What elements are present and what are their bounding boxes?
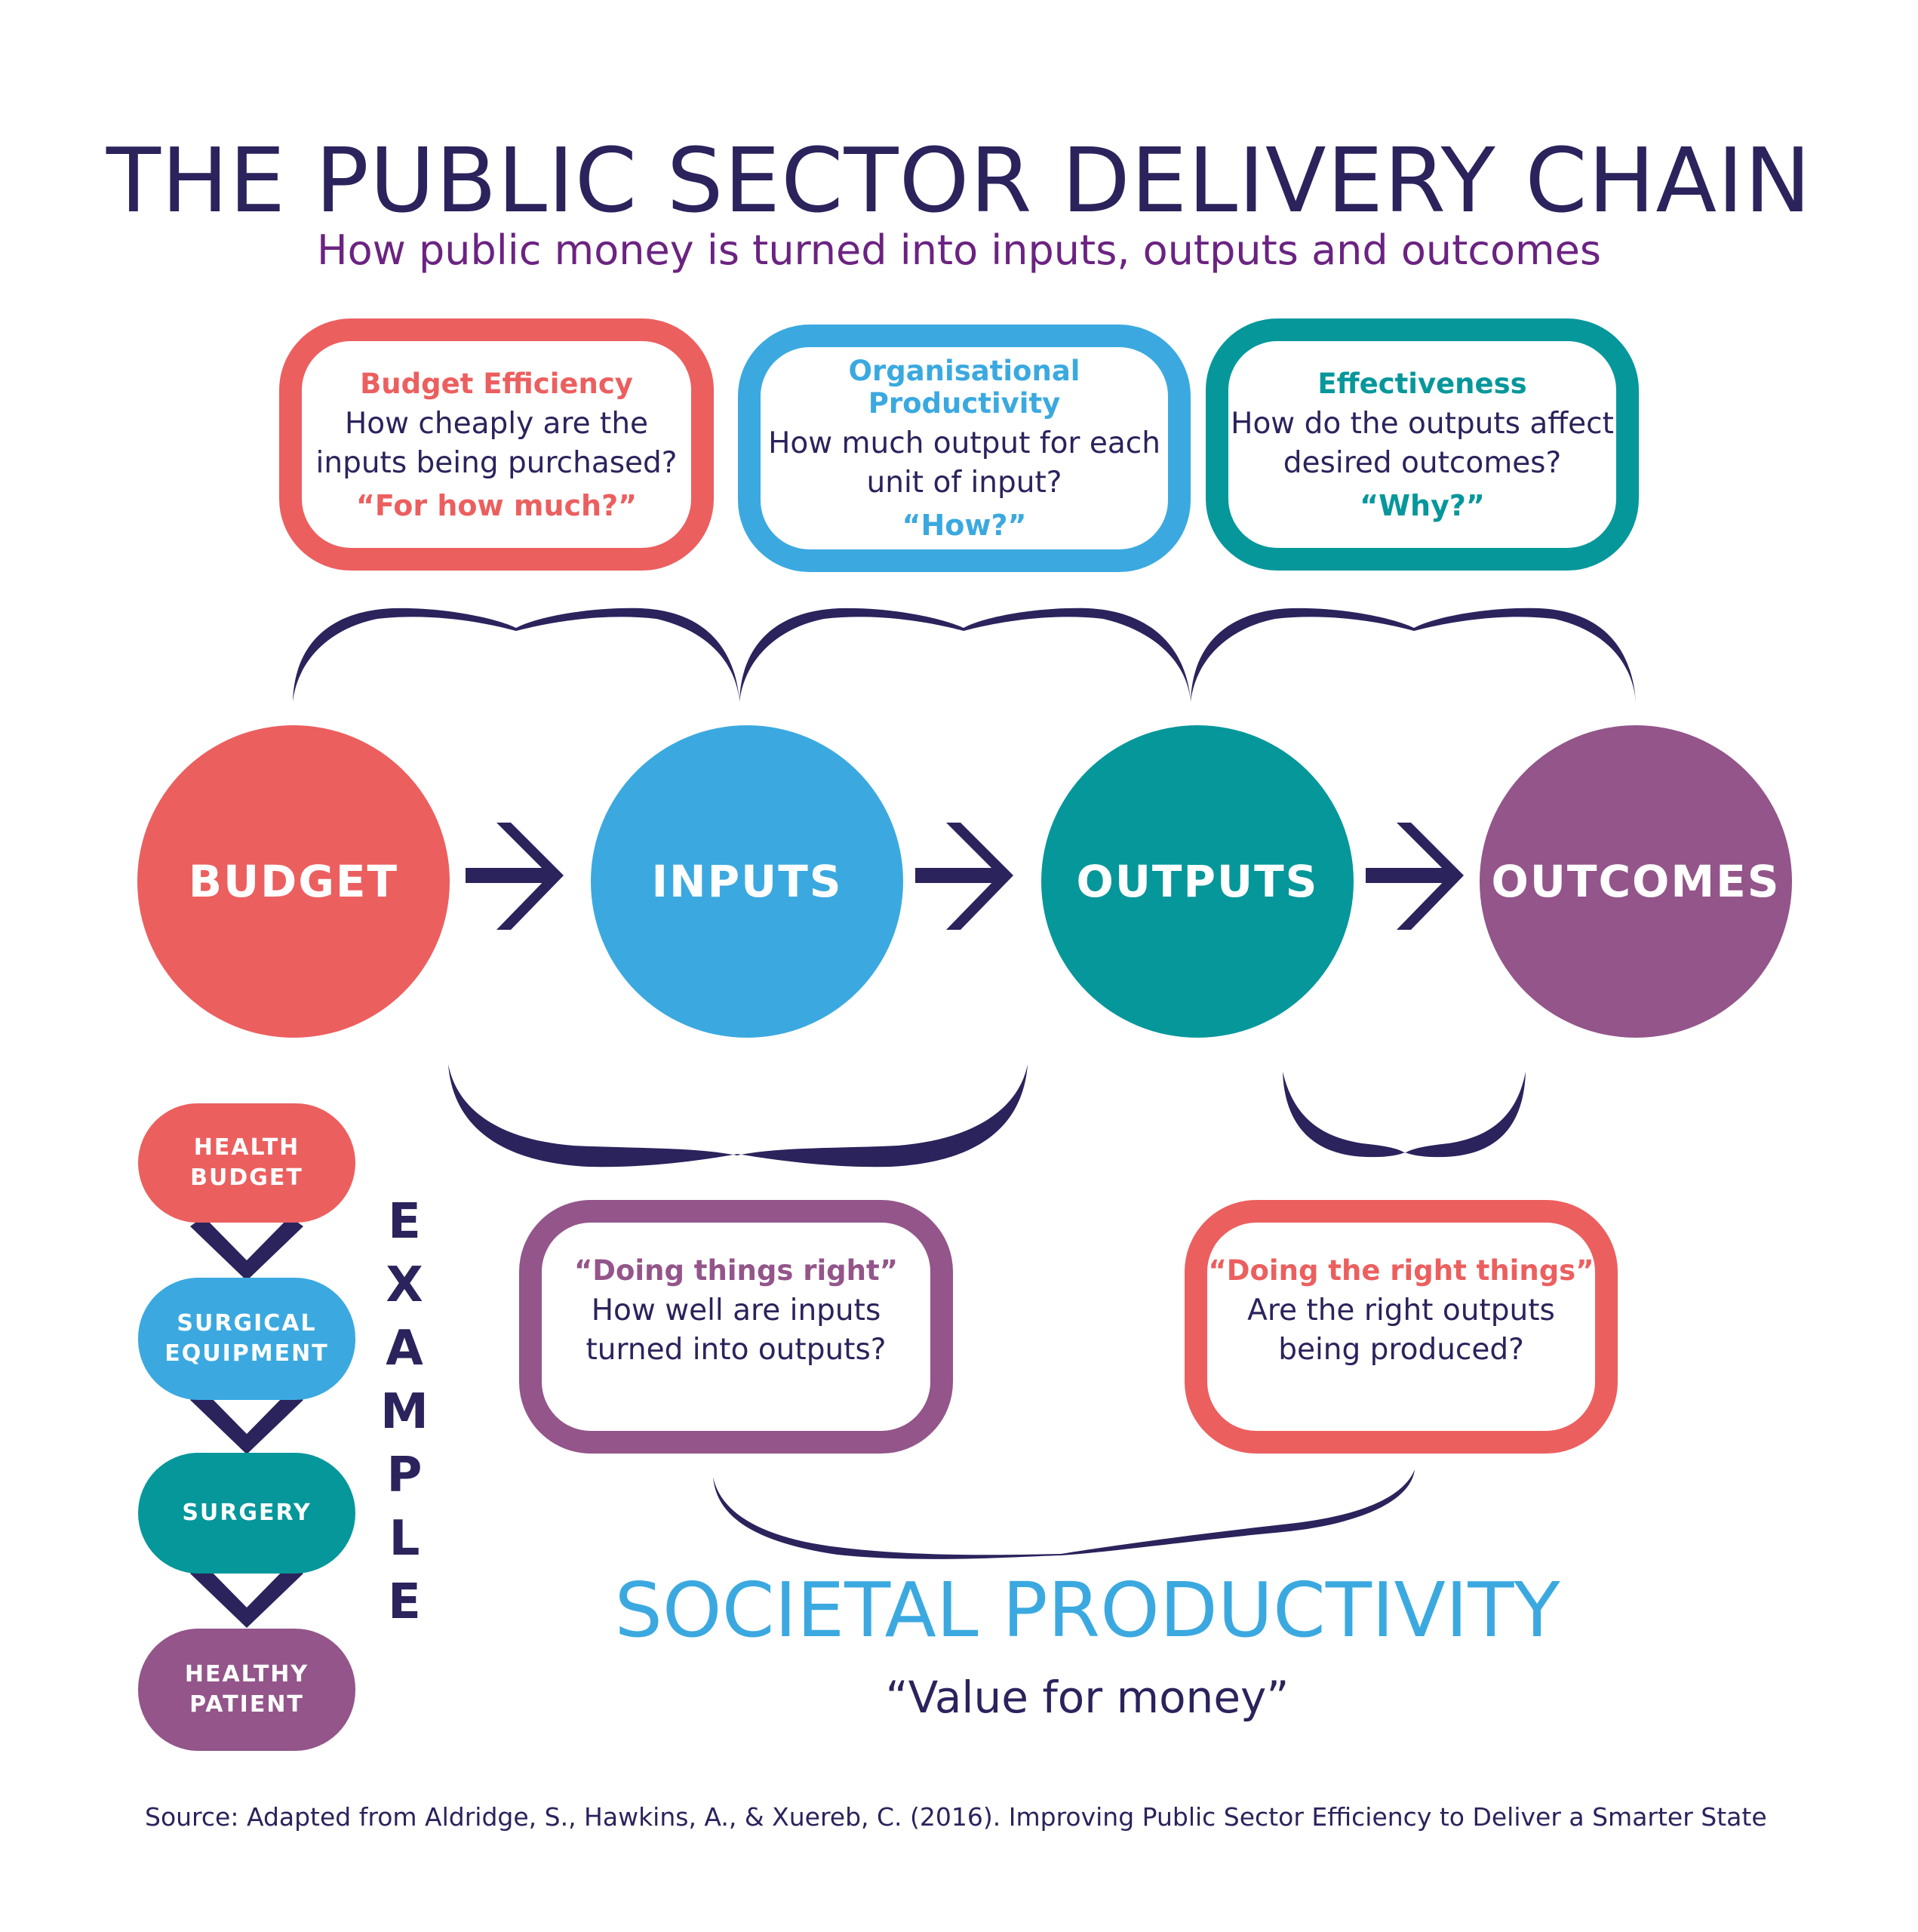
box-footer: “Why?” (1360, 488, 1485, 522)
chain-node-label: INPUTS (651, 856, 843, 907)
box-body-line: How do the outputs affect (1231, 406, 1614, 441)
chain-node-outcomes: OUTCOMES (1480, 725, 1792, 1038)
example-letter: X (386, 1257, 423, 1313)
effectiveness-box: Effectiveness How do the outputs affect … (1206, 318, 1639, 571)
chevron-down-icon (190, 1390, 303, 1454)
budget-efficiency-box: Budget Efficiency How cheaply are the in… (279, 318, 714, 571)
pill-line: PATIENT (189, 1691, 304, 1718)
arrow-right-icon (466, 823, 564, 930)
chain-node-outputs: OUTPUTS (1041, 725, 1354, 1038)
pill-line: HEALTH (193, 1134, 300, 1161)
example-letter: A (386, 1321, 423, 1377)
box-heading: “Doing the right things” (1208, 1254, 1594, 1287)
brace-bottom-inputs-outputs (448, 1064, 1028, 1168)
example-step-surgical-equipment: SURGICAL EQUIPMENT (138, 1278, 355, 1400)
example-letter: M (380, 1384, 429, 1440)
box-body-line: turned into outputs? (586, 1332, 887, 1367)
arrow-right-icon (1366, 823, 1464, 930)
brace-top-3 (1191, 608, 1636, 702)
chain-node-label: OUTCOMES (1491, 856, 1781, 907)
page-title: THE PUBLIC SECTOR DELIVERY CHAIN (106, 128, 1812, 232)
brace-top-1 (293, 608, 739, 702)
doing-the-right-things-box: “Doing the right things” Are the right o… (1185, 1200, 1618, 1454)
brace-bottom-outputs-outcomes (1283, 1072, 1526, 1158)
box-footer: “How?” (902, 509, 1027, 542)
example-letter: E (388, 1194, 421, 1250)
example-step-health-budget: HEALTH BUDGET (138, 1103, 355, 1223)
chain-node-inputs: INPUTS (591, 725, 903, 1038)
pill-line: EQUIPMENT (164, 1340, 329, 1367)
value-for-money-tagline: “Value for money” (885, 1672, 1289, 1723)
doing-things-right-box: “Doing things right” How well are inputs… (519, 1200, 953, 1454)
box-body-line: inputs being purchased? (315, 445, 678, 480)
brace-societal (713, 1469, 1415, 1559)
chain-node-budget: BUDGET (137, 725, 450, 1038)
box-body-line: How much output for each (768, 426, 1160, 460)
chain-node-label: BUDGET (188, 856, 399, 907)
box-body-line: Are the right outputs (1247, 1293, 1555, 1327)
source-citation: Source: Adapted from Aldridge, S., Hawki… (145, 1802, 1767, 1832)
box-body-line: How cheaply are the (344, 406, 649, 441)
page-subtitle: How public money is turned into inputs, … (317, 226, 1601, 274)
pill-line: HEALTHY (184, 1661, 309, 1687)
societal-productivity-title: SOCIETAL PRODUCTIVITY (614, 1566, 1560, 1654)
box-heading: “Doing things right” (573, 1254, 899, 1287)
box-footer: “For how much?” (355, 488, 638, 522)
box-body-line: desired outcomes? (1283, 445, 1562, 480)
organisational-productivity-box: Organisational Productivity How much out… (738, 325, 1191, 572)
example-step-healthy-patient: HEALTHY PATIENT (138, 1629, 355, 1751)
pill-line: SURGERY (182, 1500, 312, 1526)
box-heading: Budget Efficiency (360, 367, 633, 400)
pill-line: SURGICAL (177, 1310, 317, 1337)
example-letter: E (388, 1574, 421, 1630)
box-body-line: being produced? (1278, 1332, 1524, 1367)
example-letter: L (389, 1511, 420, 1567)
example-letter: P (386, 1447, 423, 1503)
chain-node-label: OUTPUTS (1076, 856, 1319, 907)
example-step-surgery: SURGERY (138, 1453, 355, 1574)
box-body-line: unit of input? (866, 466, 1062, 500)
brace-top-2 (739, 608, 1191, 702)
chevron-down-icon (190, 1217, 303, 1281)
chevron-down-icon (190, 1564, 303, 1628)
box-heading: Effectiveness (1317, 367, 1527, 400)
box-heading: Organisational Productivity (848, 355, 1080, 420)
pill-line: BUDGET (190, 1164, 303, 1191)
box-body-line: How well are inputs (591, 1293, 881, 1327)
arrow-right-icon (915, 823, 1013, 930)
